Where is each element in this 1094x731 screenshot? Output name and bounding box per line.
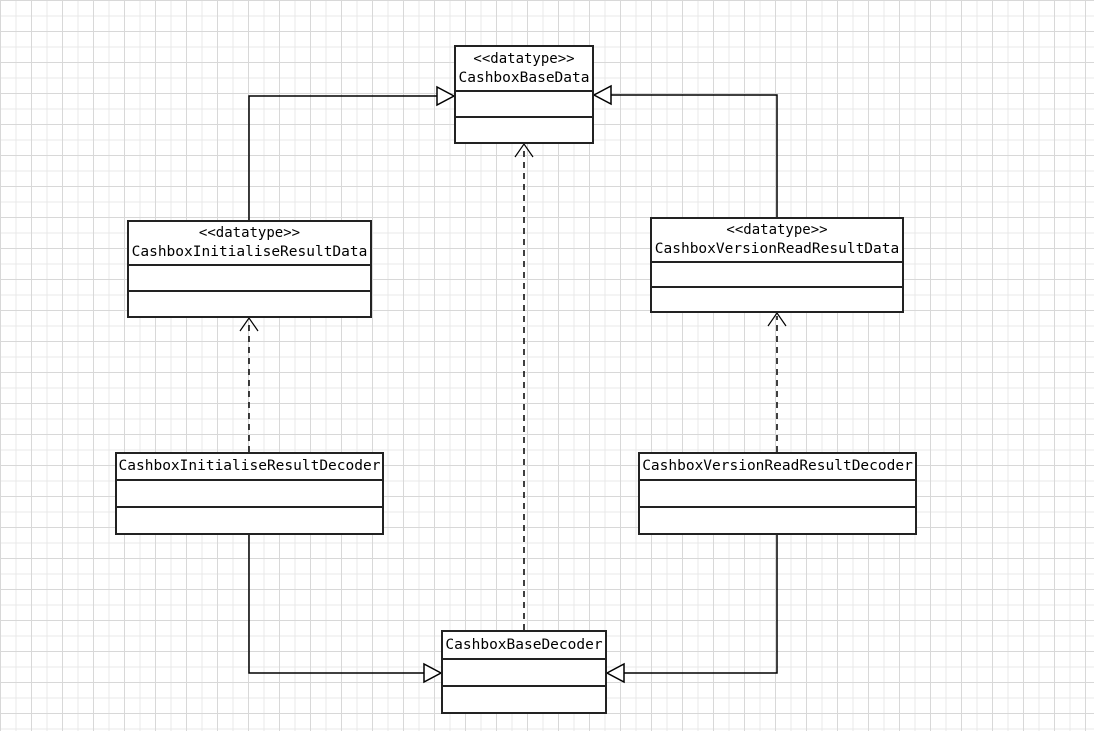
generalization-initialise-result-decoder-to-base-decoder[interactable] xyxy=(248,535,443,684)
operations-compartment xyxy=(652,286,902,311)
class-stereotype: <<datatype>> xyxy=(726,222,828,238)
class-box-cashbox-base-data[interactable]: <<datatype>> CashboxBaseData xyxy=(454,45,594,144)
generalization-initialise-result-data-to-base-data[interactable] xyxy=(248,85,456,220)
operations-compartment xyxy=(129,290,370,316)
class-name: CashboxBaseData xyxy=(458,69,590,86)
operations-compartment xyxy=(117,506,382,533)
attributes-compartment xyxy=(652,261,902,286)
generalization-version-read-result-data-to-base-data[interactable] xyxy=(592,84,778,217)
attributes-compartment xyxy=(640,479,915,506)
class-header: CashboxBaseDecoder xyxy=(443,632,605,658)
generalization-version-read-result-decoder-to-base-decoder[interactable] xyxy=(605,535,778,684)
class-box-cashbox-version-read-result-data[interactable]: <<datatype>> CashboxVersionReadResultDat… xyxy=(650,217,904,313)
class-stereotype: <<datatype>> xyxy=(473,50,575,67)
class-header: <<datatype>> CashboxInitialiseResultData xyxy=(129,222,370,264)
attributes-compartment xyxy=(443,658,605,685)
hollow-triangle-arrowhead xyxy=(423,662,443,684)
attributes-compartment xyxy=(117,479,382,506)
class-box-cashbox-initialise-result-data[interactable]: <<datatype>> CashboxInitialiseResultData xyxy=(127,220,372,318)
class-name: CashboxBaseDecoder xyxy=(445,636,603,653)
class-header: CashboxInitialiseResultDecoder xyxy=(117,454,382,479)
attributes-compartment xyxy=(129,264,370,290)
operations-compartment xyxy=(640,506,915,533)
class-box-cashbox-initialise-result-decoder[interactable]: CashboxInitialiseResultDecoder xyxy=(115,452,384,535)
class-name: CashboxVersionReadResultData xyxy=(654,241,900,257)
open-arrowhead xyxy=(514,142,534,158)
class-header: <<datatype>> CashboxVersionReadResultDat… xyxy=(652,219,902,261)
class-stereotype: <<datatype>> xyxy=(198,225,301,241)
class-name: CashboxInitialiseResultData xyxy=(131,244,368,260)
class-header: CashboxVersionReadResultDecoder xyxy=(640,454,915,479)
hollow-triangle-arrowhead xyxy=(592,84,612,106)
operations-compartment xyxy=(443,685,605,712)
class-name: CashboxInitialiseResultDecoder xyxy=(118,458,381,474)
hollow-triangle-arrowhead xyxy=(436,85,456,107)
operations-compartment xyxy=(456,116,592,142)
hollow-triangle-arrowhead xyxy=(605,662,625,684)
dependency-version-read-result-decoder-to-version-read-result-data[interactable] xyxy=(767,311,787,452)
open-arrowhead xyxy=(239,316,259,332)
open-arrowhead xyxy=(767,311,787,327)
class-name: CashboxVersionReadResultDecoder xyxy=(642,458,913,474)
class-header: <<datatype>> CashboxBaseData xyxy=(456,47,592,90)
dependency-initialise-result-decoder-to-initialise-result-data[interactable] xyxy=(239,316,259,452)
attributes-compartment xyxy=(456,90,592,116)
class-box-cashbox-base-decoder[interactable]: CashboxBaseDecoder xyxy=(441,630,607,714)
dependency-base-decoder-to-base-data[interactable] xyxy=(514,142,534,630)
class-box-cashbox-version-read-result-decoder[interactable]: CashboxVersionReadResultDecoder xyxy=(638,452,917,535)
